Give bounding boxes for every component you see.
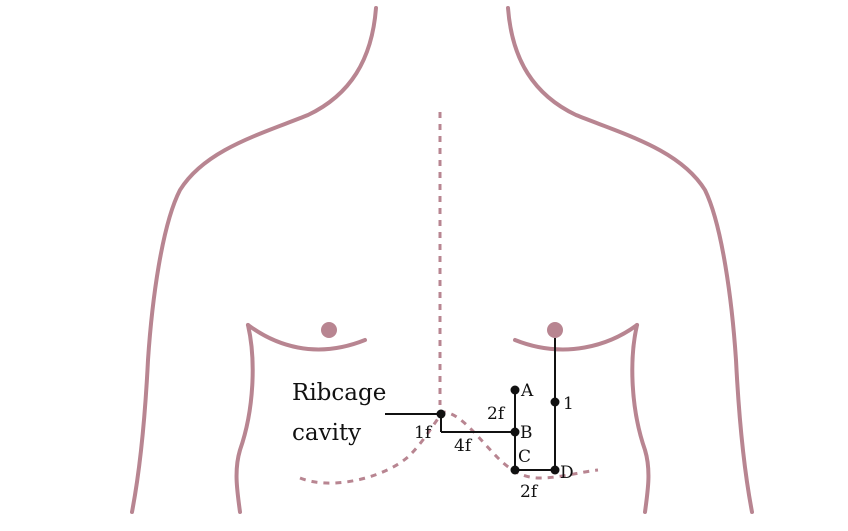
- point-a-marker: [510, 385, 520, 395]
- point-1-label: 1: [563, 394, 574, 414]
- point-1-marker: [550, 397, 560, 407]
- right-neck-shoulder-outline: [506, 6, 754, 514]
- right-lower-torso-outline: [630, 323, 651, 514]
- ribcage-edge-dashed: [299, 410, 599, 485]
- point-c-marker: [510, 465, 520, 475]
- distance-2f-upper-label: 2f: [487, 404, 506, 424]
- ribcage-point: [436, 409, 446, 419]
- distance-4f-label: 4f: [454, 436, 473, 456]
- ribcage-label-line1: Ribcage: [292, 380, 386, 406]
- left-chest-curve: [246, 323, 367, 352]
- right-chest-curve: [513, 323, 639, 352]
- point-d-marker: [550, 465, 560, 475]
- point-d-label: D: [560, 463, 574, 483]
- ribcage-label-line2: cavity: [292, 420, 361, 446]
- distance-2f-lower-label: 2f: [520, 482, 539, 502]
- left-neck-shoulder-outline: [130, 6, 378, 514]
- right-nipple: [547, 322, 563, 338]
- point-b-marker: [510, 427, 520, 437]
- distance-1f-label: 1f: [414, 423, 433, 443]
- left-lower-torso-outline: [234, 323, 255, 514]
- point-a-label: A: [520, 381, 534, 401]
- point-c-label: C: [518, 447, 531, 467]
- point-b-label: B: [520, 423, 533, 443]
- left-nipple: [321, 322, 337, 338]
